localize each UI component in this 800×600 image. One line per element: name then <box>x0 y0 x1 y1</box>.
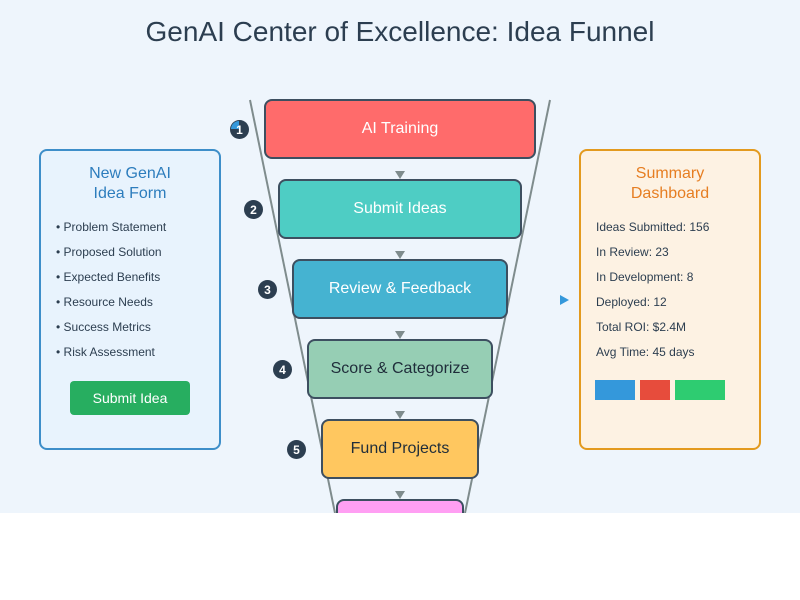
stat-ideas-submitted: Ideas Submitted: 156 <box>596 220 710 234</box>
stat-total-roi: Total ROI: $2.4M <box>596 320 687 334</box>
stat-in-development: In Development: 8 <box>596 270 694 284</box>
dashboard-title: Summary Dashboard <box>630 165 710 202</box>
stage-6[interactable] <box>336 499 464 513</box>
stage-label: Score & Categorize <box>330 360 470 377</box>
form-field-item: • Resource Needs <box>56 295 153 309</box>
stat-avg-time: Avg Time: 45 days <box>596 345 695 359</box>
arrow-down-icon <box>395 331 405 339</box>
step-number-2: 2 <box>244 200 263 219</box>
form-field-item: • Problem Statement <box>56 220 167 234</box>
summary-dashboard-panel: Summary Dashboard Ideas Submitted: 156 I… <box>579 149 761 450</box>
form-field-item: • Risk Assessment <box>56 345 155 359</box>
form-field-item: • Proposed Solution <box>56 245 162 259</box>
stage-submit-ideas[interactable]: Submit Ideas <box>278 179 522 239</box>
arrow-down-icon <box>395 251 405 259</box>
arrow-down-icon <box>395 171 405 179</box>
stage-fund-projects[interactable]: Fund Projects <box>321 419 479 479</box>
stage-label: AI Training <box>361 120 439 137</box>
stat-in-review: In Review: 23 <box>596 245 669 259</box>
submit-idea-button[interactable]: Submit Idea <box>70 381 190 415</box>
arrow-right-icon <box>560 295 569 305</box>
step-number-3: 3 <box>258 280 277 299</box>
arrow-down-icon <box>395 491 405 499</box>
step-number-5: 5 <box>287 440 306 459</box>
stage-ai-training[interactable]: AI Training <box>264 99 536 159</box>
form-field-item: • Expected Benefits <box>56 270 161 284</box>
stat-deployed: Deployed: 12 <box>596 295 667 309</box>
progress-wedge-icon <box>231 121 239 129</box>
step-number-4: 4 <box>273 360 292 379</box>
form-field-item: • Success Metrics <box>56 320 151 334</box>
idea-form-panel: New GenAI Idea Form • Problem Statement … <box>39 149 221 450</box>
stage-label: Fund Projects <box>350 440 450 457</box>
diagram-canvas: GenAI Center of Excellence: Idea Funnel … <box>0 0 800 513</box>
legend-swatch-green <box>675 380 725 400</box>
legend-swatch-red <box>640 380 670 400</box>
idea-form-title: New GenAI Idea Form <box>89 165 171 202</box>
stage-label: Submit Ideas <box>353 200 447 217</box>
stage-score-categorize[interactable]: Score & Categorize <box>307 339 493 399</box>
diagram-title: GenAI Center of Excellence: Idea Funnel <box>145 16 655 47</box>
stage-review-feedback[interactable]: Review & Feedback <box>292 259 508 319</box>
step-number-1: 1 <box>230 120 249 139</box>
legend-swatch-blue <box>595 380 635 400</box>
arrow-down-icon <box>395 411 405 419</box>
stage-label: Review & Feedback <box>328 280 472 297</box>
